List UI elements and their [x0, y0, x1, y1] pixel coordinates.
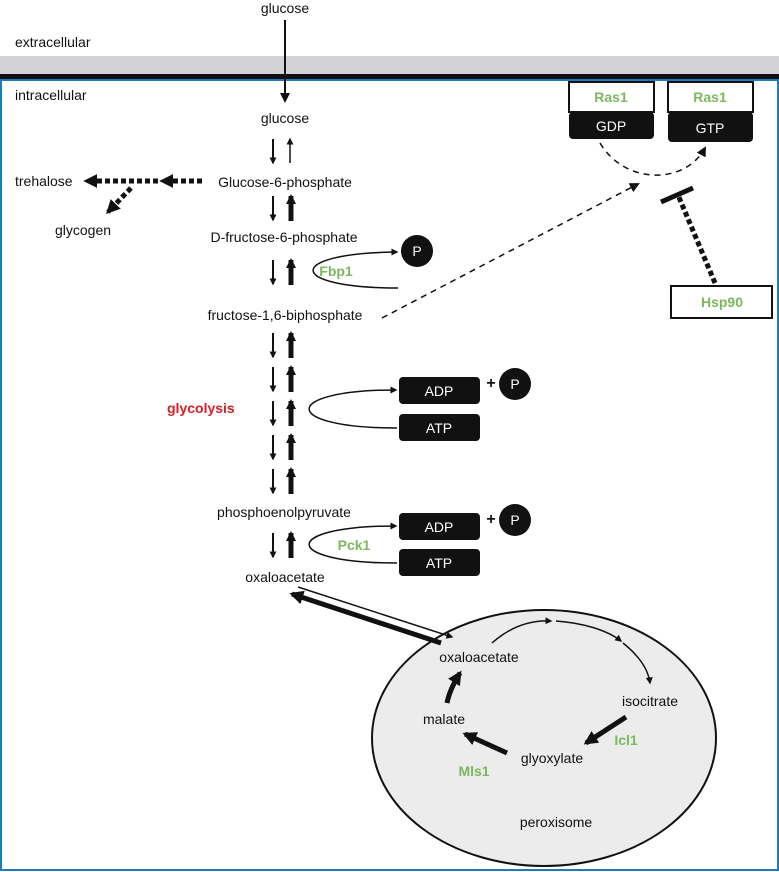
- oaa-export-arrow: [289, 590, 442, 646]
- glycolysis-label: glycolysis: [167, 400, 235, 416]
- trehalose-label: trehalose: [15, 173, 73, 189]
- to-glycogen-arrow: [106, 186, 133, 215]
- membrane-line: [0, 74, 779, 80]
- ras1-gtp-top: [667, 81, 754, 113]
- gdp-label: GDP: [596, 118, 626, 134]
- ras1-gtp-label: Ras1: [693, 89, 727, 105]
- reversible-arrows-8: [269, 467, 296, 495]
- glucose-inside-label: glucose: [261, 110, 309, 126]
- cycle-arc-2: [555, 620, 623, 642]
- cycle-arc-1: [491, 617, 553, 644]
- glycogen-label: glycogen: [55, 222, 111, 238]
- pck1-atp-curve: [308, 522, 398, 564]
- reversible-arrows-2: [269, 194, 296, 222]
- atp-label-2: ATP: [426, 555, 452, 571]
- reversible-arrows-1: [269, 137, 294, 165]
- malate-to-oaa-arrow: [444, 670, 463, 704]
- phosphate-glyco-circle: [499, 368, 531, 400]
- gtp-label: GTP: [696, 120, 725, 136]
- reversible-arrows-9: [269, 531, 296, 559]
- glyoxylate-label: glyoxylate: [521, 750, 583, 766]
- extracellular-label: extracellular: [15, 34, 91, 50]
- icl1-arrow: [583, 714, 628, 746]
- reversible-arrows-7: [269, 433, 296, 461]
- reversible-arrows-4: [269, 331, 296, 359]
- ras1-gdp-label: Ras1: [594, 89, 628, 105]
- hsp90-box: [670, 285, 773, 319]
- hsp90-label: Hsp90: [701, 294, 743, 310]
- reversible-arrows-5: [269, 365, 296, 393]
- f16bp-to-ras1-dashed-arrow: [381, 183, 640, 319]
- plus-sign-2: +: [486, 511, 495, 528]
- icl1-label: Icl1: [614, 732, 638, 748]
- hsp90-inhibition-bar: [659, 185, 695, 205]
- hsp90-inhibition-line: [675, 194, 718, 284]
- ras1-gdp-top: [568, 81, 655, 113]
- intracellular-label: intracellular: [15, 87, 87, 103]
- glucose-outside-label: glucose: [261, 0, 309, 16]
- plus-sign-1: +: [486, 375, 495, 392]
- phosphate-pck-text: P: [510, 512, 519, 528]
- oaa-import-arrow: [297, 586, 454, 639]
- adp-box-1: [399, 377, 480, 404]
- mls1-label: Mls1: [458, 763, 489, 779]
- isocitrate-label: isocitrate: [622, 693, 678, 709]
- oxaloacetate-cytosol-label: oxaloacetate: [245, 569, 325, 585]
- cell-border: [0, 79, 779, 871]
- phosphate-fbp-text: P: [412, 243, 421, 259]
- phosphoenolpyruvate-label: phosphoenolpyruvate: [217, 504, 351, 520]
- reversible-arrows-3: [269, 258, 296, 286]
- mls1-arrow: [462, 731, 509, 756]
- adp-label-1: ADP: [425, 383, 454, 399]
- oxaloacetate-peroxisome-label: oxaloacetate: [439, 649, 519, 665]
- cycle-arc-3: [622, 642, 653, 685]
- reversible-arrows-6: [269, 399, 296, 427]
- adp-box-2: [399, 513, 480, 540]
- fructose-6-phosphate-label: D-fructose-6-phosphate: [210, 229, 357, 245]
- fbp1-label: Fbp1: [319, 263, 353, 279]
- glucose-6-phosphate-label: Glucose-6-phosphate: [218, 174, 352, 190]
- fbp1-curve-arrow: [312, 248, 399, 289]
- atp-box-2: [399, 549, 480, 576]
- phosphate-pck-circle: [499, 504, 531, 536]
- atp-box-1: [399, 414, 480, 441]
- atp-label-1: ATP: [426, 420, 452, 436]
- malate-label: malate: [423, 711, 465, 727]
- phosphate-glyco-text: P: [510, 376, 519, 392]
- glycolysis-atp-curve: [308, 386, 398, 429]
- gdp-box: [569, 112, 654, 139]
- membrane-band: [0, 56, 779, 74]
- peroxisome-label: peroxisome: [520, 814, 593, 830]
- phosphate-fbp-circle: [401, 235, 433, 267]
- adp-label-2: ADP: [425, 519, 454, 535]
- gdp-to-gtp-dashed-arrow: [599, 142, 706, 176]
- pck1-label: Pck1: [338, 537, 371, 553]
- fructose-1-6-biphosphate-label: fructose-1,6-biphosphate: [208, 307, 363, 323]
- gtp-box: [668, 112, 753, 142]
